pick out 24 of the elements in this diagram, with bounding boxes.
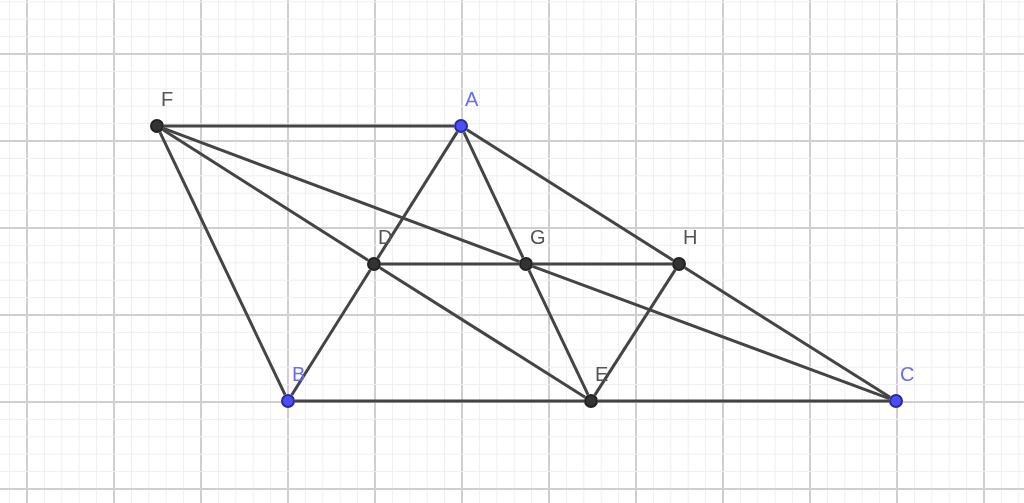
line-segment — [381, 262, 519, 266]
point-label: E — [595, 363, 609, 385]
line-segment — [466, 128, 674, 262]
point-label: H — [683, 226, 698, 248]
line-segment — [164, 124, 454, 128]
line-segment — [593, 269, 677, 396]
line-segment — [162, 128, 369, 262]
line-segment — [532, 265, 890, 400]
line-segment — [376, 131, 459, 259]
point-label: A — [465, 88, 479, 110]
line-segment — [533, 262, 672, 266]
point-label: B — [292, 363, 306, 385]
line-segment — [684, 266, 891, 399]
line-segment — [290, 269, 372, 396]
line-segment — [462, 131, 525, 259]
point-label: C — [900, 363, 915, 385]
line-segment — [158, 131, 287, 396]
line-segment — [163, 127, 520, 263]
point-label: G — [530, 226, 546, 248]
line-segment — [598, 399, 889, 403]
point-label: F — [161, 88, 174, 110]
line-segment — [295, 399, 584, 403]
line-segment — [379, 266, 586, 399]
line-segment — [527, 269, 590, 396]
